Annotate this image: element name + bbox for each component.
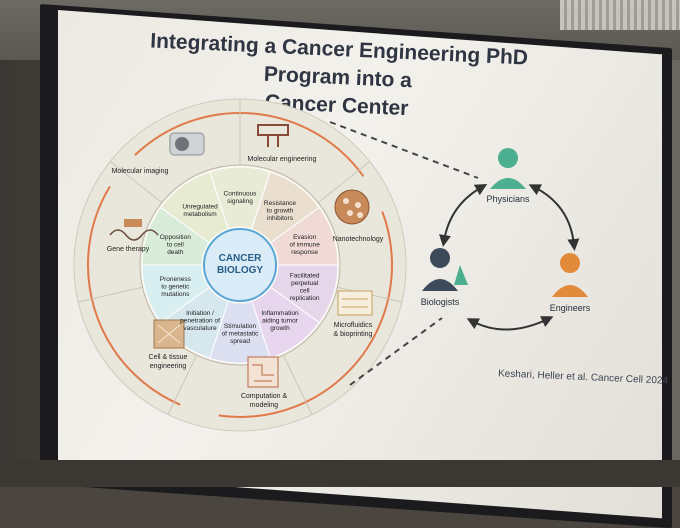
- inner-label-line: to cell: [167, 241, 185, 248]
- inner-segment: [270, 264, 339, 324]
- inner-label-line: Evasion: [293, 234, 317, 241]
- biologist-icon: [422, 248, 468, 291]
- molecule-structure-icon: [257, 124, 289, 147]
- circuit-board-icon: [247, 356, 279, 388]
- node-engineers: Engineers: [550, 303, 591, 313]
- inner-label-line: Unregulated: [182, 203, 218, 210]
- inner-label-line: aiding tumor: [262, 318, 299, 325]
- inner-label-line: to genetic: [161, 284, 190, 291]
- label-gene-therapy: Gene therapy: [107, 246, 150, 253]
- node-biologists: Biologists: [421, 297, 460, 307]
- label-modeling: modeling: [250, 402, 279, 409]
- inner-label-line: Inflammation: [261, 310, 299, 317]
- label-nanotechnology: Nanotechnology: [333, 236, 384, 243]
- microfluidic-chip-icon: [337, 290, 373, 316]
- inner-segment: [141, 206, 210, 266]
- inner-label-line: Resistance: [264, 200, 297, 207]
- center-label-line1: CANCER: [219, 253, 263, 264]
- inner-label-line: inhibitors: [267, 215, 294, 222]
- inner-label-line: vasculature: [183, 325, 217, 332]
- label-molecular-imaging: Molecular imaging: [112, 168, 169, 175]
- nanoparticle-icon: [334, 189, 370, 225]
- inner-label-line: Continuous: [224, 191, 258, 198]
- collaboration-network: Physicians Biologists Engineers: [421, 148, 591, 331]
- inner-label-line: replication: [290, 295, 320, 302]
- inner-label-line: Proneness: [160, 276, 192, 283]
- inner-label-line: Opposition: [160, 234, 191, 241]
- inner-label-line: of immune: [289, 241, 320, 248]
- inner-label-line: growth: [270, 325, 290, 332]
- inner-label-line: death: [167, 249, 184, 256]
- inner-label-line: metabolism: [183, 211, 216, 218]
- center-label-line2: BIOLOGY: [217, 265, 263, 276]
- wheel-spoke: [282, 354, 313, 415]
- ceiling-vent: [560, 0, 680, 30]
- cancer-biology-center: [203, 228, 277, 302]
- wheel-spoke: [167, 354, 198, 415]
- inner-label-line: spread: [230, 338, 250, 345]
- arrow-physicians-engineers: [528, 184, 580, 251]
- tissue-scaffold-icon: [153, 319, 185, 349]
- inner-label-line: response: [291, 249, 318, 256]
- inner-segment: [270, 206, 339, 266]
- inner-label-line: Facilitated: [290, 273, 320, 280]
- inner-segment: [141, 264, 210, 324]
- inner-label-line: to growth: [267, 207, 294, 214]
- inner-segment: [160, 171, 229, 244]
- arrow-biologists-engineers: [466, 316, 554, 331]
- label-bioprinting: & bioprinting: [334, 331, 373, 338]
- inner-label-line: of metastatic: [222, 331, 260, 338]
- wall-bottom: [0, 460, 680, 487]
- inner-label-line: cell: [300, 288, 310, 295]
- cancer-biology-wheel: CANCER BIOLOGY Mo: [73, 98, 407, 432]
- label-molecular-engineering: Molecular engineering: [248, 156, 317, 163]
- wheel-spoke: [78, 286, 143, 303]
- label-cell-tissue: Cell & tissue: [149, 354, 188, 361]
- inner-ring-segments: [141, 166, 339, 364]
- node-physicians: Physicians: [486, 194, 530, 204]
- mri-scanner-icon: [169, 132, 205, 156]
- label-engineering: engineering: [150, 363, 187, 370]
- wheel-spoke: [109, 161, 163, 204]
- inner-segment: [251, 171, 320, 244]
- inner-label-line: Stimulation: [224, 323, 257, 330]
- engineer-icon: [552, 253, 588, 297]
- label-computation: Computation &: [241, 393, 288, 400]
- inner-label-line: penetration of: [180, 318, 220, 325]
- label-microfluidics: Microfluidics: [334, 322, 373, 329]
- physician-icon: [490, 148, 526, 189]
- inner-label-line: signaling: [227, 198, 253, 205]
- arrow-physicians-biologists: [439, 184, 488, 247]
- inner-segment: [209, 166, 271, 230]
- inner-label-line: Initiation /: [186, 310, 214, 317]
- inner-label-line: perpetual: [291, 280, 319, 287]
- inner-label-line: mutations: [161, 291, 190, 298]
- dna-gene-icon: [109, 219, 159, 241]
